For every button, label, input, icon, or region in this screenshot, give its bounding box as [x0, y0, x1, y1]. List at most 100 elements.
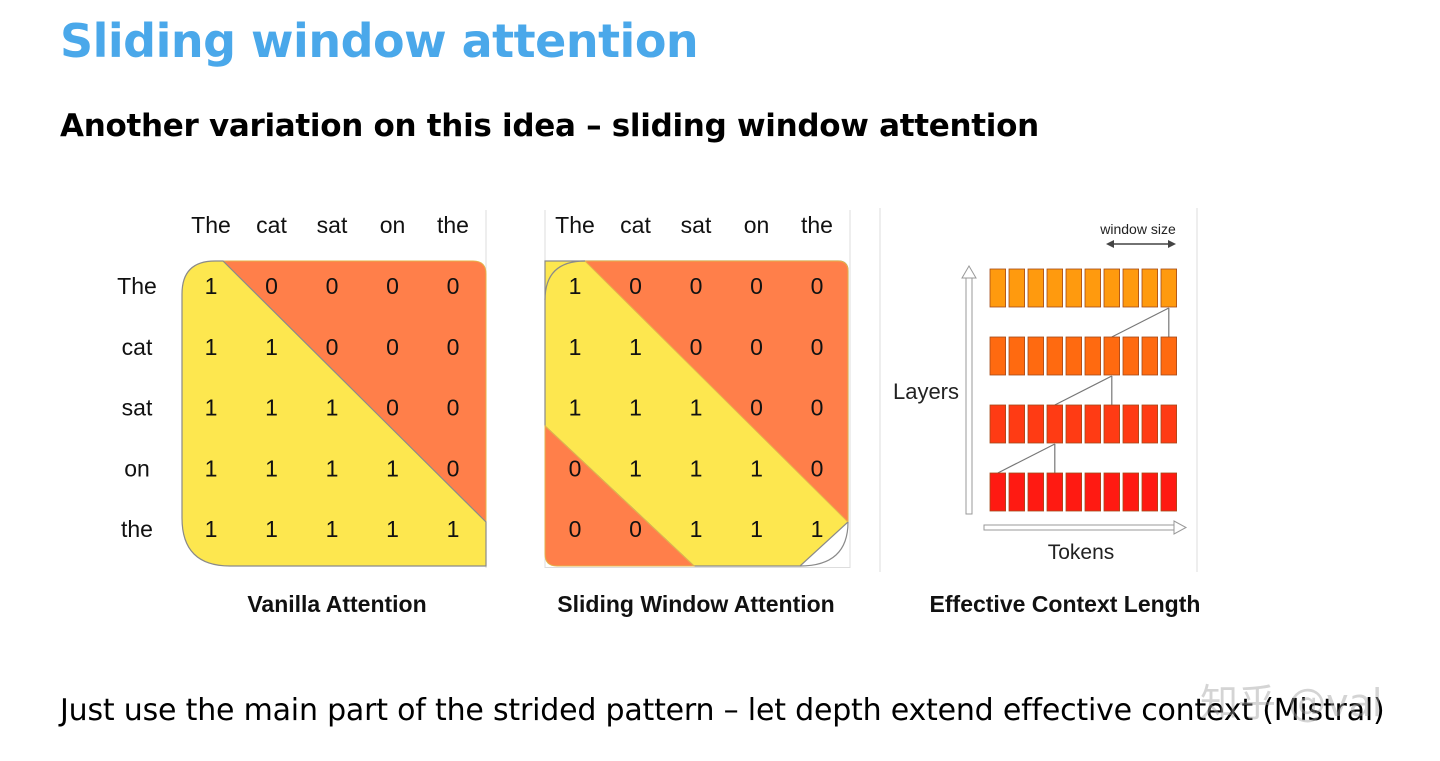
- vanilla-cell: 0: [265, 273, 278, 299]
- vanilla-cell: 0: [447, 273, 460, 299]
- token-block: [1027, 472, 1045, 512]
- sliding-cell: 0: [690, 334, 703, 360]
- sliding-col-label: sat: [681, 212, 712, 238]
- sliding-cell: 0: [569, 516, 582, 542]
- token-block: [1103, 404, 1121, 444]
- token-block: [1103, 336, 1121, 376]
- token-block: [1103, 268, 1121, 308]
- sliding-cell: 1: [629, 395, 642, 421]
- token-block: [989, 268, 1007, 308]
- token-block: [1122, 336, 1140, 376]
- layers-label: Layers: [893, 379, 959, 404]
- sliding-cell: 1: [629, 334, 642, 360]
- slide-subtitle: Another variation on this idea – sliding…: [60, 108, 1039, 144]
- vanilla-col-label: sat: [317, 212, 348, 238]
- token-block: [1160, 336, 1178, 376]
- context-link: [1111, 307, 1170, 338]
- sliding-cell: 1: [569, 273, 582, 299]
- vanilla-cell: 1: [205, 455, 218, 481]
- token-block: [1027, 404, 1045, 444]
- sliding-cell: 0: [811, 273, 824, 299]
- token-block: [1065, 404, 1083, 444]
- vanilla-cell: 1: [386, 516, 399, 542]
- token-block: [1008, 404, 1026, 444]
- sliding-cell: 1: [629, 455, 642, 481]
- vanilla-cell: 0: [447, 334, 460, 360]
- vanilla-cell: 0: [386, 334, 399, 360]
- sliding-cell: 1: [569, 395, 582, 421]
- context-links: [997, 307, 1170, 474]
- sliding-cell: 0: [750, 334, 763, 360]
- vanilla-cell: 0: [447, 395, 460, 421]
- vanilla-cell: 0: [326, 334, 339, 360]
- token-block: [1122, 404, 1140, 444]
- slide-footnote: Just use the main part of the strided pa…: [60, 693, 1385, 728]
- sliding-cell: 0: [569, 455, 582, 481]
- vanilla-cell: 1: [205, 334, 218, 360]
- sliding-cell: 0: [811, 455, 824, 481]
- context-link: [997, 443, 1056, 474]
- sliding-cell: 0: [750, 395, 763, 421]
- token-block: [1103, 472, 1121, 512]
- token-block: [1008, 472, 1026, 512]
- vanilla-col-label: the: [437, 212, 469, 238]
- vanilla-cell: 1: [205, 273, 218, 299]
- vanilla-col-label: on: [380, 212, 406, 238]
- sliding-cell: 0: [811, 334, 824, 360]
- vanilla-cell: 1: [265, 455, 278, 481]
- sliding-cell: 1: [750, 455, 763, 481]
- layers-arrow: [961, 265, 977, 515]
- vanilla-cell: 1: [265, 395, 278, 421]
- token-block: [1160, 268, 1178, 308]
- sliding-col-label: cat: [620, 212, 651, 238]
- sliding-col-label: on: [744, 212, 770, 238]
- token-block: [989, 404, 1007, 444]
- token-block: [989, 472, 1007, 512]
- sliding-cell: 1: [690, 455, 703, 481]
- token-block: [1008, 336, 1026, 376]
- token-block: [1141, 404, 1159, 444]
- token-block: [1046, 268, 1064, 308]
- vanilla-cell: 1: [447, 516, 460, 542]
- vanilla-row-label: The: [117, 273, 157, 299]
- context-link: [1054, 375, 1113, 406]
- slide-title: Sliding window attention: [60, 14, 699, 68]
- vanilla-cell: 1: [265, 516, 278, 542]
- token-block: [1027, 336, 1045, 376]
- vanilla-row-label: sat: [122, 395, 153, 421]
- vanilla-cell: 1: [326, 395, 339, 421]
- vanilla-cell: 0: [326, 273, 339, 299]
- token-block: [1046, 472, 1064, 512]
- token-block: [1008, 268, 1026, 308]
- sliding-cell: 1: [690, 516, 703, 542]
- vanilla-row-label: cat: [122, 334, 153, 360]
- vanilla-cell: 1: [326, 455, 339, 481]
- token-block: [1141, 268, 1159, 308]
- sliding-cell: 0: [750, 273, 763, 299]
- vanilla-row-label: the: [121, 516, 153, 542]
- token-block: [1046, 404, 1064, 444]
- token-block: [1065, 336, 1083, 376]
- token-block: [1084, 472, 1102, 512]
- token-block: [1084, 404, 1102, 444]
- token-block: [1141, 472, 1159, 512]
- effective-context-panel: window size Layers Tokens Effective Cont…: [879, 208, 1200, 617]
- token-block: [1065, 472, 1083, 512]
- token-block: [1141, 336, 1159, 376]
- vanilla-col-label: cat: [256, 212, 287, 238]
- sliding-cell: 1: [811, 516, 824, 542]
- vanilla-attention-caption: Vanilla Attention: [247, 591, 426, 617]
- tokens-label: Tokens: [1048, 541, 1115, 564]
- sliding-window-caption: Sliding Window Attention: [557, 591, 834, 617]
- sliding-cell: 0: [811, 395, 824, 421]
- vanilla-cell: 0: [386, 273, 399, 299]
- sliding-cell: 1: [690, 395, 703, 421]
- token-block: [1084, 336, 1102, 376]
- token-block: [1160, 404, 1178, 444]
- window-size-label: window size: [1099, 221, 1176, 237]
- window-size-arrow: [1106, 240, 1176, 248]
- sliding-cell: 0: [629, 273, 642, 299]
